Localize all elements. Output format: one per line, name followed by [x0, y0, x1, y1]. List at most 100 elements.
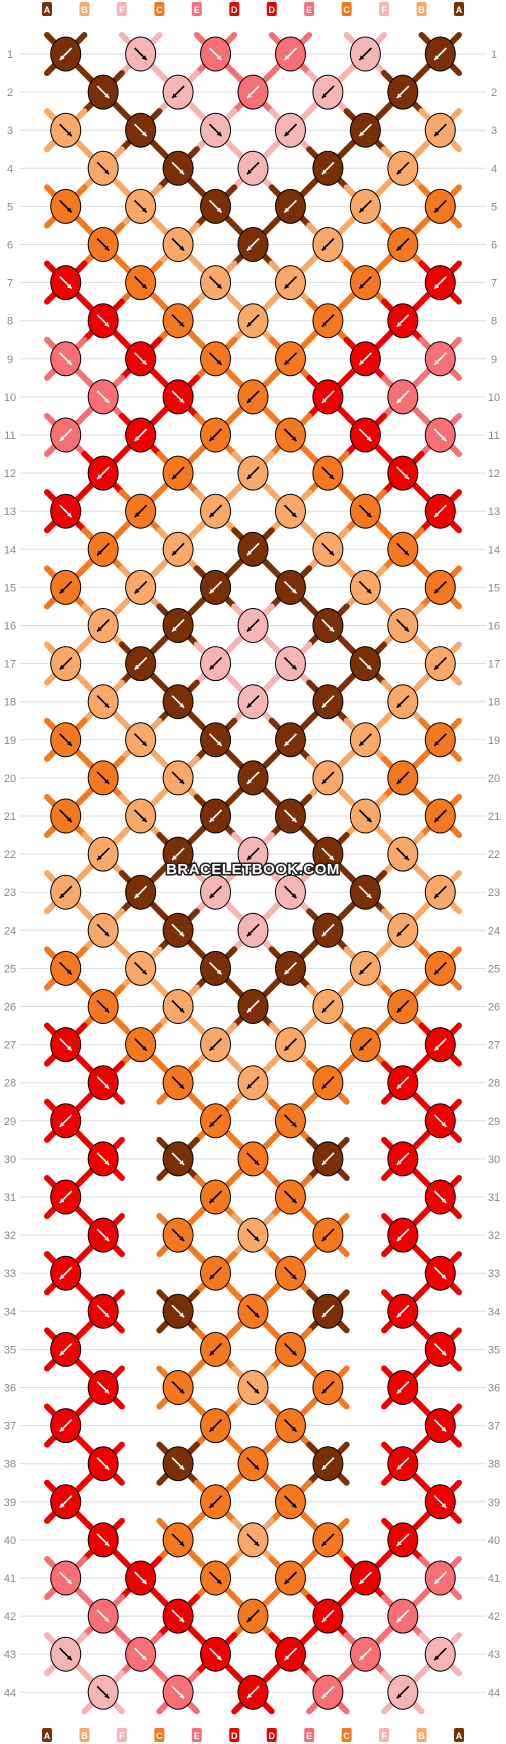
row-label-left: 6	[7, 240, 13, 252]
knot	[50, 1027, 82, 1063]
arrow-head-icon	[329, 626, 334, 632]
knot	[50, 36, 82, 72]
knot	[162, 1293, 194, 1329]
row-label-right: 42	[488, 1611, 500, 1623]
knot	[424, 1560, 456, 1596]
row-label-left: 22	[4, 849, 16, 861]
arrow-head-icon	[179, 702, 185, 708]
knot	[312, 1598, 344, 1634]
row-label-left: 18	[4, 697, 16, 709]
arrow-head-icon	[179, 1007, 185, 1013]
knot	[274, 1408, 306, 1444]
knot	[87, 1674, 119, 1710]
row-label-left: 31	[4, 1192, 16, 1204]
arrow-head-icon	[59, 1274, 65, 1280]
knot	[125, 646, 157, 682]
row-label-left: 25	[4, 963, 16, 975]
arrow-head-icon	[359, 283, 365, 289]
arrow-head-icon	[141, 741, 147, 746]
knot	[424, 1179, 456, 1215]
row-label-right: 43	[488, 1649, 500, 1661]
strand-label: C	[343, 5, 350, 15]
row-label-left: 4	[7, 163, 13, 175]
strand-label: B	[81, 5, 88, 15]
knot	[200, 112, 232, 148]
row-label-left: 13	[4, 506, 16, 518]
arrow-head-icon	[97, 550, 102, 556]
row-label-left: 27	[4, 1040, 16, 1052]
strand-tab	[191, 1728, 202, 1742]
knot	[162, 1370, 194, 1405]
arrow-head-icon	[104, 1007, 110, 1013]
arrow-head-icon	[284, 207, 290, 213]
arrow-head-icon	[247, 626, 252, 632]
row-label-left: 35	[4, 1344, 16, 1356]
knot	[387, 150, 419, 186]
knot	[237, 531, 269, 567]
strand-label: F	[119, 1731, 125, 1741]
arrow-head-icon	[209, 1503, 215, 1508]
row-label-left: 36	[4, 1383, 16, 1395]
knot	[87, 1446, 119, 1482]
row-label-left: 21	[4, 811, 16, 823]
arrow-head-icon	[179, 245, 185, 251]
row-label-right: 41	[488, 1573, 500, 1585]
arrow-head-icon	[396, 169, 402, 175]
arrow-head-icon	[209, 512, 215, 518]
arrow-head-icon	[441, 1274, 447, 1280]
arrow-head-icon	[247, 1693, 252, 1699]
knot	[387, 303, 419, 339]
knot	[424, 493, 456, 529]
knot	[125, 1027, 157, 1063]
arrow-head-icon	[366, 512, 372, 518]
knot	[50, 1103, 82, 1139]
knot	[387, 1674, 419, 1710]
row-label-left: 12	[4, 468, 16, 480]
row-label-right: 3	[491, 125, 497, 137]
arrow-head-icon	[366, 588, 372, 594]
row-label-left: 16	[4, 621, 16, 633]
knot	[312, 1446, 344, 1482]
knot	[387, 912, 419, 948]
knot	[424, 646, 456, 682]
arrow-head-icon	[396, 1007, 402, 1013]
arrow-head-icon	[66, 283, 72, 289]
knot	[349, 493, 381, 529]
arrow-head-icon	[291, 893, 297, 899]
arrow-head-icon	[434, 207, 440, 213]
arrow-head-icon	[59, 588, 65, 594]
knot	[200, 1331, 232, 1367]
row-label-right: 18	[488, 697, 500, 709]
arrow-head-icon	[216, 360, 222, 365]
knot	[237, 1522, 269, 1558]
arrow-head-icon	[209, 893, 215, 899]
arrow-head-icon	[179, 321, 185, 327]
knot	[50, 1331, 82, 1367]
arrow-head-icon	[141, 283, 147, 289]
knot	[200, 874, 232, 910]
arrow-head-icon	[434, 512, 440, 518]
strand-tab	[379, 1728, 390, 1742]
arrow-head-icon	[104, 1236, 110, 1242]
knot	[424, 341, 456, 377]
arrow-head-icon	[321, 93, 327, 99]
row-label-right: 21	[488, 811, 500, 823]
arrow-head-icon	[216, 131, 222, 137]
strand-label: D	[231, 5, 238, 15]
arrow-head-icon	[254, 1541, 259, 1546]
row-label-right: 9	[491, 354, 497, 366]
knot	[237, 684, 269, 720]
arrow-head-icon	[209, 1350, 215, 1356]
row-label-left: 26	[4, 1002, 16, 1014]
row-label-left: 9	[7, 354, 13, 366]
arrow-head-icon	[172, 550, 177, 556]
strand-tab	[229, 2, 240, 16]
arrow-head-icon	[321, 1464, 327, 1470]
row-label-right: 26	[488, 1002, 500, 1014]
row-label-right: 36	[488, 1383, 500, 1395]
knot	[274, 1484, 306, 1520]
row-label-right: 25	[488, 963, 500, 975]
knot	[125, 36, 157, 72]
